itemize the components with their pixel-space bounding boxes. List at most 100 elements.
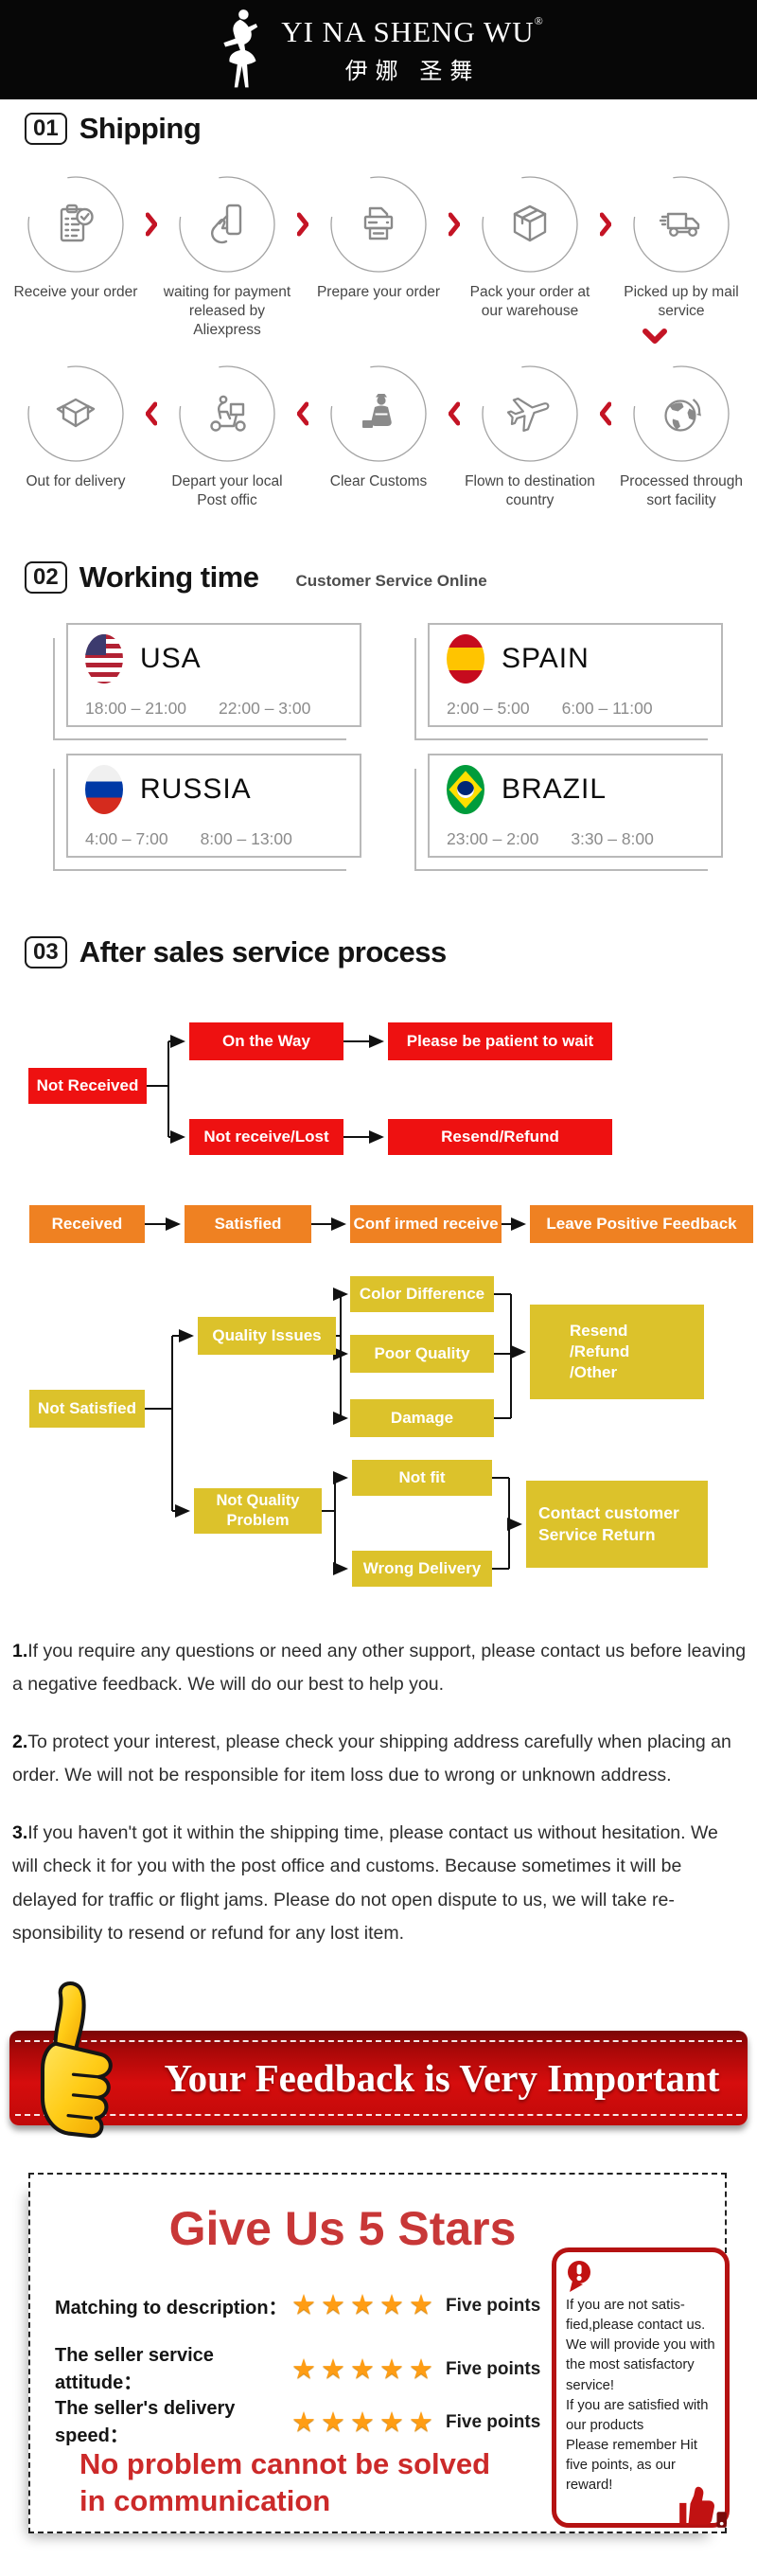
section-name: Working time: [79, 560, 259, 594]
flow-node-not-satisfied: Not Satisfied: [29, 1390, 145, 1428]
star-icon: ★: [409, 2290, 433, 2320]
star-icon: ★: [409, 2407, 433, 2438]
star-icon: ★: [291, 2407, 316, 2438]
flow-node-not-quality-problem: Not Quality Problem: [194, 1488, 322, 1534]
flow-node-quality-issues: Quality Issues: [198, 1317, 336, 1355]
chevron-left-icon: [449, 401, 460, 426]
working-time-card-russia: RUSSIA 4:00 – 7:00 8:00 – 13:00: [53, 754, 361, 871]
rating-points: Five points: [446, 2412, 541, 2432]
star-icon: ★: [409, 2354, 433, 2385]
feedback-banner-text: Your Feedback is Very Important: [164, 2056, 720, 2100]
section-name: Shipping: [79, 112, 202, 145]
dancer-logo-icon: [223, 9, 258, 87]
flow-node-contact-customer-return: Contact customer Service Return: [526, 1481, 708, 1568]
country-name: RUSSIA: [140, 773, 252, 805]
note-1: 1.If you require any questions or need a…: [12, 1635, 748, 1701]
satisfaction-note-text: If you are not satis- fied,please contac…: [566, 2298, 715, 2494]
flow-node-on-the-way: On the Way: [189, 1022, 343, 1060]
step-circle: [329, 364, 428, 463]
star-icon: ★: [350, 2407, 375, 2438]
working-time-card-usa: USA 18:00 – 21:00 22:00 – 3:00: [53, 623, 361, 740]
scooter-icon: [210, 395, 246, 432]
star-icon: ★: [291, 2290, 316, 2320]
shipping-step: Out for delivery: [6, 364, 146, 491]
step-label: Depart your local Post offic: [171, 473, 283, 509]
shipping-step: waiting for payment released by Aliexpre…: [157, 175, 297, 340]
flow-node-be-patient: Please be patient to wait: [388, 1022, 612, 1060]
section-working-time-title: 02 Working time Customer Service Online: [25, 560, 487, 595]
flow-node-damage: Damage: [350, 1399, 494, 1437]
working-time-card-brazil: BRAZIL 23:00 – 2:00 3:30 – 8:00: [414, 754, 723, 871]
section-after-sales-title: 03 After sales service process: [25, 935, 447, 969]
time-range: 4:00 – 7:00: [85, 829, 168, 848]
shipping-step: Picked up by mail service: [611, 175, 751, 321]
shipping-step: Receive your order: [6, 175, 146, 302]
rating-row-description: Matching to description： ★★★★★ Five poin…: [55, 2292, 540, 2319]
chevron-down-icon: [643, 329, 667, 344]
chevron-right-icon: [449, 212, 460, 237]
flow-node-resend-refund-other: Resend /Refund /Other: [530, 1305, 704, 1399]
section-subtitle: Customer Service Online: [295, 572, 487, 590]
time-range: 2:00 – 5:00: [447, 699, 530, 718]
note-text: To protect your interest, please check y…: [12, 1732, 731, 1786]
flow-node-satisfied: Satisfied: [185, 1205, 311, 1243]
rating-points: Five points: [446, 2295, 541, 2316]
give-us-5-stars-box: Give Us 5 Stars Matching to description：…: [28, 2173, 730, 2533]
rating-label: The seller service attitude：: [55, 2345, 214, 2393]
step-label: Processed through sort facility: [619, 473, 744, 509]
brand-name-chinese: 伊娜 圣舞: [344, 59, 481, 84]
chevron-right-icon: [146, 212, 157, 237]
step-circle: [481, 364, 579, 463]
time-range: 3:30 – 8:00: [571, 829, 654, 848]
hand-card-icon: [211, 204, 242, 244]
feedback-banner: Your Feedback is Very Important: [9, 2031, 748, 2125]
five-stars-icon: ★★★★★: [291, 2407, 433, 2438]
stars-title: Give Us 5 Stars: [168, 2202, 517, 2255]
flow-node-confirmed-receive: Conf irmed receive: [350, 1205, 502, 1243]
star-icon: ★: [350, 2354, 375, 2385]
flow-node-poor-quality: Poor Quality: [350, 1335, 494, 1373]
flow-node-received: Received: [29, 1205, 145, 1243]
star-icon: ★: [379, 2290, 404, 2320]
shipping-step: Prepare your order: [308, 175, 449, 302]
flow-node-not-fit: Not fit: [352, 1460, 492, 1496]
section-number: 01: [25, 113, 67, 145]
printer-icon: [363, 206, 394, 240]
step-label: Receive your order: [13, 284, 138, 300]
star-icon: ★: [291, 2354, 316, 2385]
note-2: 2.To protect your interest, please check…: [12, 1726, 748, 1792]
note-number: 1.: [12, 1641, 28, 1661]
shipping-step: Depart your local Post offic: [157, 364, 297, 510]
satisfaction-note-box: If you are not satis- fied,please contac…: [552, 2247, 730, 2528]
russia-flag-icon: [85, 765, 123, 814]
time-range: 18:00 – 21:00: [85, 699, 187, 718]
working-time-cards: USA 18:00 – 21:00 22:00 – 3:00 SPAIN 2:0…: [53, 623, 723, 871]
time-range: 23:00 – 2:00: [447, 829, 539, 848]
note-number: 2.: [12, 1732, 28, 1753]
step-circle: [26, 175, 125, 274]
rating-label: Matching to description：: [55, 2298, 288, 2318]
rating-row-delivery: The seller's delivery speed： ★★★★★ Five …: [55, 2398, 540, 2447]
working-time-card-spain: SPAIN 2:00 – 5:00 6:00 – 11:00: [414, 623, 723, 740]
brazil-flag-icon: [447, 765, 484, 814]
chevron-right-icon: [297, 212, 308, 237]
note-text: If you require any questions or need any…: [12, 1641, 747, 1696]
shipping-step: Flown to destination country: [460, 364, 600, 510]
country-name: USA: [140, 643, 202, 674]
note-text: If you haven't got it within the shippin…: [12, 1822, 718, 1944]
exclamation-bubble-icon: [568, 2261, 590, 2292]
rating-label: The seller's delivery speed：: [55, 2398, 236, 2446]
chevron-left-icon: [146, 401, 157, 426]
time-range: 6:00 – 11:00: [561, 699, 653, 718]
header: YI NA SHENG WU® 伊娜 圣舞: [0, 0, 757, 99]
section-number: 02: [25, 561, 67, 594]
star-icon: ★: [321, 2354, 345, 2385]
customs-officer-icon: [362, 394, 392, 428]
step-label: Out for delivery: [26, 473, 126, 489]
step-circle: [178, 175, 276, 274]
star-icon: ★: [321, 2407, 345, 2438]
clipboard-check-icon: [60, 204, 94, 242]
time-range: 8:00 – 13:00: [200, 829, 292, 848]
step-label: Picked up by mail service: [624, 284, 739, 320]
rating-row-service: The seller service attitude： ★★★★★ Five …: [55, 2345, 540, 2394]
